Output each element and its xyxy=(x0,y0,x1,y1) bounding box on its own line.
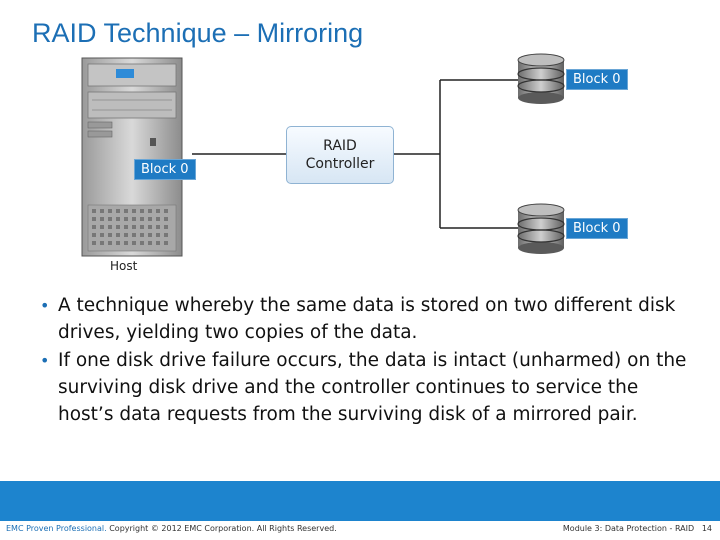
footer-module-text: Module 3: Data Protection - RAID xyxy=(562,524,695,533)
controller-label-line1: RAID xyxy=(323,138,357,154)
bullet-dot-icon: • xyxy=(40,351,50,370)
host-server-icon xyxy=(81,57,183,257)
host-label: Host xyxy=(110,259,138,273)
bullet-dot-icon: • xyxy=(40,296,50,315)
disk-top-label: Block 0 xyxy=(566,69,628,90)
host-block-label: Block 0 xyxy=(134,159,196,180)
footer-copyright-text: Copyright © 2012 EMC Corporation. All Ri… xyxy=(106,524,337,533)
bullet-item: •If one disk drive failure occurs, the d… xyxy=(40,347,690,428)
connector-lines xyxy=(192,79,518,229)
footer-page-number: 14 xyxy=(701,524,712,533)
bullet-list: •A technique whereby the same data is st… xyxy=(40,292,690,429)
disk-bottom-icon xyxy=(517,203,565,254)
footer-bar xyxy=(0,481,720,521)
disk-bottom-label: Block 0 xyxy=(566,218,628,239)
mirroring-diagram xyxy=(81,53,565,257)
footer-module: Module 3: Data Protection - RAID 14 xyxy=(563,524,712,533)
bullet-item: •A technique whereby the same data is st… xyxy=(40,292,690,346)
footer-copyright: EMC Proven Professional. Copyright © 201… xyxy=(6,524,337,533)
raid-controller-box: RAID Controller xyxy=(286,126,394,184)
slide-title: RAID Technique – Mirroring xyxy=(32,18,364,48)
controller-label-line2: Controller xyxy=(305,156,375,172)
disk-top-icon xyxy=(517,53,565,104)
footer-brand: EMC Proven Professional. xyxy=(6,524,107,533)
